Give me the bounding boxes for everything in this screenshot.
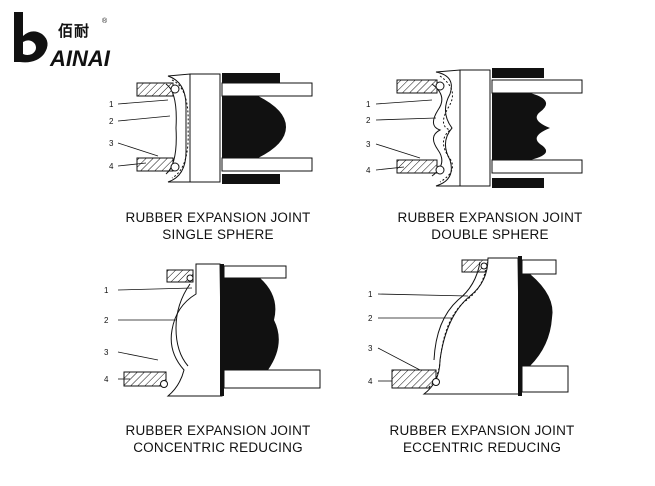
flange-section-bottom: [136, 157, 174, 172]
callout-1-single: 1: [109, 100, 114, 109]
callout-3-single: 3: [109, 139, 114, 148]
callout-4-eccentric: 4: [368, 377, 373, 386]
caption-double-sphere: RUBBER EXPANSION JOINT DOUBLE SPHERE: [372, 209, 608, 243]
caption-subtitle: CONCENTRIC REDUCING: [133, 440, 303, 455]
caption-subtitle: ECCENTRIC REDUCING: [402, 440, 562, 455]
diagram-concentric-reducing: [117, 263, 321, 397]
callout-1-concentric: 1: [104, 286, 109, 295]
rubber-body-line: [171, 79, 189, 179]
callout-4-single: 4: [109, 162, 114, 171]
caption-eccentric-reducing: RUBBER EXPANSION JOINT ECCENTRIC REDUCIN…: [364, 422, 600, 456]
callout-1-eccentric: 1: [368, 290, 373, 299]
callout-2-concentric: 2: [104, 316, 109, 325]
callout-4-double: 4: [366, 166, 371, 175]
caption-title: RUBBER EXPANSION JOINT: [389, 423, 575, 438]
logo-registered-mark: ®: [102, 18, 108, 25]
logo-english-text: AINAI: [50, 46, 110, 71]
callout-3-eccentric: 3: [368, 344, 373, 353]
callout-2-single: 2: [109, 117, 114, 126]
callout-2-double: 2: [366, 116, 371, 125]
caption-concentric-reducing: RUBBER EXPANSION JOINT CONCENTRIC REDUCI…: [100, 422, 336, 456]
callout-1-double: 1: [366, 100, 371, 109]
logo-chinese-text: 佰耐: [58, 22, 91, 40]
caption-subtitle: SINGLE SPHERE: [162, 227, 274, 242]
callout-3-concentric: 3: [104, 348, 109, 357]
callout-3-double: 3: [366, 140, 371, 149]
callout-4-concentric: 4: [104, 375, 109, 384]
callout-2-eccentric: 2: [368, 314, 373, 323]
diagram-single-sphere: [117, 73, 313, 184]
caption-title: RUBBER EXPANSION JOINT: [125, 423, 311, 438]
logo-mark-icon: [14, 12, 48, 63]
caption-title: RUBBER EXPANSION JOINT: [125, 210, 311, 225]
diagram-eccentric-reducing: [377, 256, 569, 396]
caption-single-sphere: RUBBER EXPANSION JOINT SINGLE SPHERE: [100, 209, 336, 243]
caption-title: RUBBER EXPANSION JOINT: [397, 210, 583, 225]
caption-subtitle: DOUBLE SPHERE: [431, 227, 549, 242]
brand-logo: 佰耐 ® AINAI: [10, 8, 130, 71]
diagram-double-sphere: [375, 68, 583, 188]
